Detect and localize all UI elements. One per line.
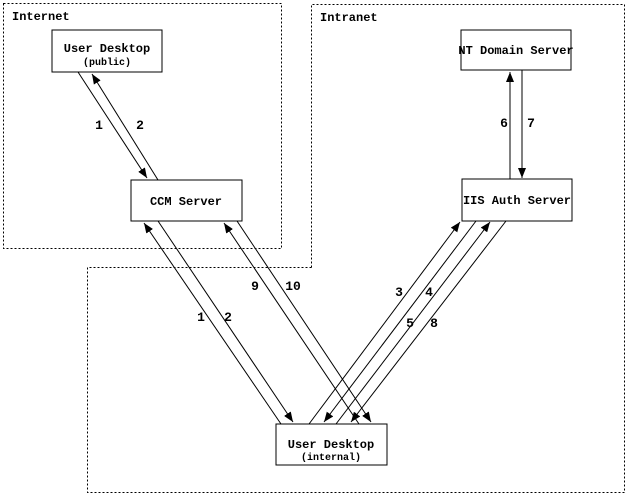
node-user-desktop-public: User Desktop (public) — [51, 29, 163, 73]
node-ccm-server-label: CCM Server — [150, 195, 222, 209]
flow-label-6: 6 — [500, 116, 508, 131]
flow-line-8-iis-to-internal — [350, 220, 507, 423]
flows: 1 2 6 7 1 2 9 10 3 4 5 8 — [77, 70, 535, 425]
flow-label-4: 4 — [425, 285, 433, 300]
flow-line-2-ccm-to-public — [91, 73, 159, 181]
node-nt-domain-server-label: NT Domain Server — [458, 44, 573, 58]
zone-internet: Internet — [3, 3, 282, 249]
zone-internal — [87, 267, 625, 493]
flow-line-4-iis-to-internal — [323, 220, 477, 423]
flow-label-7: 7 — [527, 116, 535, 131]
zone-intranet-border — [311, 4, 625, 493]
flow-label-8: 8 — [430, 316, 438, 331]
node-iis-auth-server: IIS Auth Server — [461, 178, 573, 222]
flow-label-5: 5 — [406, 316, 414, 331]
node-user-desktop-internal: User Desktop (internal) — [275, 423, 388, 466]
zone-internet-label: Internet — [12, 10, 70, 24]
node-user-desktop-public-box — [51, 29, 163, 73]
node-ccm-server-box — [130, 179, 243, 222]
flow-label-2-internal: 2 — [224, 310, 232, 325]
zone-internet-border — [3, 3, 282, 249]
node-nt-domain-server-box — [460, 29, 572, 71]
node-iis-auth-server-label: IIS Auth Server — [463, 194, 571, 208]
flow-line-10 — [236, 220, 372, 423]
node-user-desktop-public-sublabel: (public) — [83, 57, 131, 69]
node-user-desktop-internal-label: User Desktop — [288, 438, 374, 452]
node-user-desktop-internal-box — [275, 423, 388, 466]
node-iis-auth-server-box — [461, 178, 573, 222]
flow-line-5-internal-to-iis — [335, 221, 491, 425]
flow-label-2-public: 2 — [136, 118, 144, 133]
flow-label-3: 3 — [395, 285, 403, 300]
node-user-desktop-internal-sublabel: (internal) — [301, 452, 361, 464]
flow-label-1-internal: 1 — [197, 310, 205, 325]
flow-line-9-internal-to-ccm — [223, 222, 360, 425]
flow-line-1-public-to-ccm — [77, 71, 148, 179]
flow-label-1-public: 1 — [95, 118, 103, 133]
zone-internal-border — [87, 267, 625, 493]
node-nt-domain-server: NT Domain Server — [458, 29, 574, 71]
zone-intranet-label: Intranet — [320, 11, 378, 25]
flow-line-1-internal-to-ccm — [143, 222, 282, 425]
flow-line-2-ccm-to-internal — [157, 220, 294, 423]
node-user-desktop-public-label: User Desktop — [64, 42, 150, 56]
flow-label-9: 9 — [251, 279, 259, 294]
zone-intranet: Intranet — [311, 4, 625, 493]
flow-line-3-internal-to-iis — [308, 221, 461, 425]
node-ccm-server: CCM Server — [130, 179, 243, 222]
flow-label-10: 10 — [285, 279, 301, 294]
